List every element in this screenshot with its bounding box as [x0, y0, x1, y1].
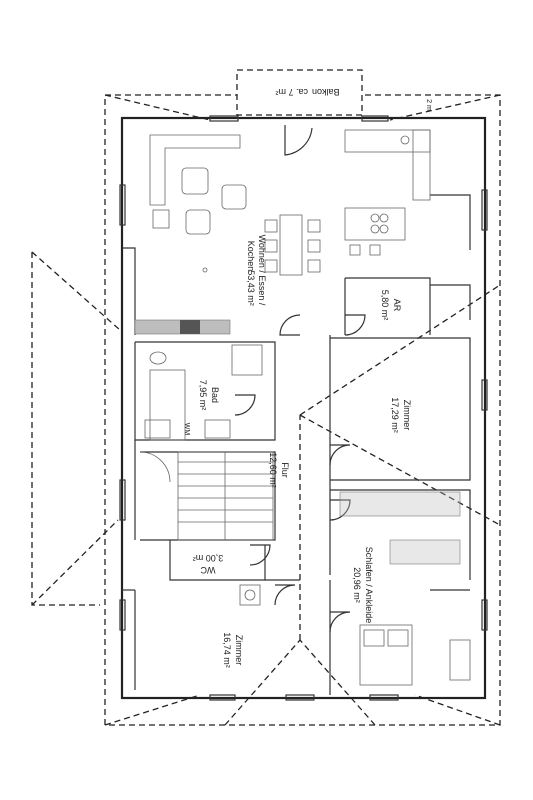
balcony-outline [236, 69, 363, 116]
doors [234, 125, 366, 633]
svg-text:Zimmer: Zimmer [234, 635, 244, 666]
label-ar: AR 5,80 m² [380, 290, 402, 321]
interior-walls [122, 194, 471, 695]
svg-text:12,60 m²: 12,60 m² [268, 452, 278, 488]
svg-text:Balkon: Balkon [312, 87, 340, 97]
svg-text:7,95 m²: 7,95 m² [198, 380, 208, 411]
svg-text:20,96 m²: 20,96 m² [352, 567, 362, 603]
living-furniture [134, 134, 247, 335]
label-wc: WC 3,00 m² [193, 553, 224, 575]
svg-text:17,29 m²: 17,29 m² [390, 397, 400, 433]
svg-text:Bad: Bad [210, 387, 220, 403]
svg-text:53,43 m²: 53,43 m² [246, 270, 256, 306]
label-dimension: 2 m [425, 99, 432, 111]
svg-text:Wohnen / Essen /: Wohnen / Essen / [257, 235, 267, 306]
svg-text:2 m: 2 m [425, 99, 432, 111]
label-zimmer1: Zimmer 17,29 m² [390, 397, 412, 433]
svg-text:Kochen: Kochen [246, 241, 256, 272]
svg-text:5,80 m²: 5,80 m² [380, 290, 390, 321]
label-schlafen: Schlafen / Ankleide 20,96 m² [352, 547, 374, 624]
bedroom-furniture [339, 491, 471, 686]
svg-text:Zimmer: Zimmer [402, 400, 412, 431]
bathroom-fixtures [144, 344, 263, 441]
svg-text:Flur: Flur [280, 462, 290, 478]
stairs [139, 451, 274, 541]
svg-text:WC: WC [200, 565, 215, 575]
dining-furniture [264, 214, 321, 276]
label-wohnen: Wohnen / Essen / Kochen 53,43 m² [246, 235, 267, 306]
svg-text:3,00 m²: 3,00 m² [193, 553, 224, 563]
svg-text:AR: AR [392, 299, 402, 312]
label-bad: Bad 7,95 m² [198, 380, 220, 411]
windows [119, 115, 488, 701]
svg-text:16,74 m²: 16,74 m² [222, 632, 232, 668]
label-wm: WM [183, 423, 190, 436]
svg-text:Schlafen / Ankleide: Schlafen / Ankleide [364, 547, 374, 624]
label-balkon: Balkon ca. 7 m² [275, 87, 339, 97]
exterior-walls [120, 116, 487, 700]
svg-text:ca. 7 m²: ca. 7 m² [275, 87, 308, 97]
label-flur: Flur 12,60 m² [268, 452, 290, 488]
wc-fixtures [239, 584, 261, 606]
roof-outline [31, 69, 501, 726]
label-zimmer2: Zimmer 16,74 m² [222, 632, 244, 668]
svg-text:WM: WM [183, 423, 190, 436]
kitchen [344, 129, 431, 256]
